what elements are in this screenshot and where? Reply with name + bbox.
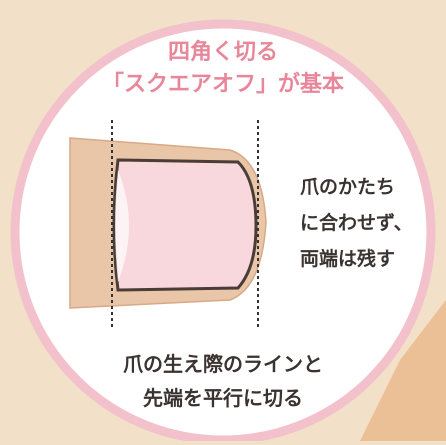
title-line-2: 「スクエアオフ」が基本 bbox=[101, 72, 344, 97]
title-line-1: 四角く切る bbox=[167, 40, 278, 65]
caption-line-2: 先端を平行に切る bbox=[143, 386, 303, 410]
finger-background bbox=[360, 300, 446, 441]
nail-shape bbox=[112, 158, 258, 292]
side-note-line-1: 爪のかたち bbox=[300, 176, 396, 198]
side-note-line-3: 両端は残す bbox=[300, 248, 396, 270]
caption-line-1: 爪の生え際のラインと bbox=[123, 352, 323, 376]
side-note-line-2: に合わせず、 bbox=[300, 212, 413, 234]
nail-tip-highlight bbox=[115, 170, 129, 282]
